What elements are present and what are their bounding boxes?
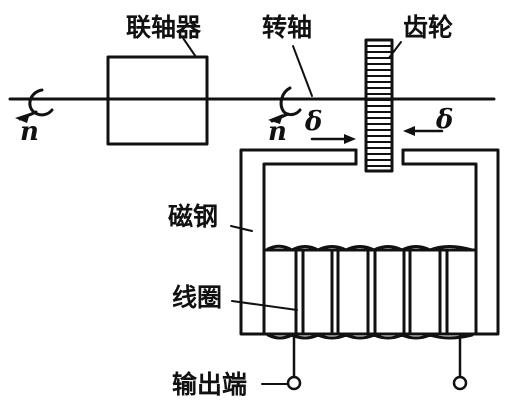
rotation-arrow-left [15, 88, 54, 123]
coil-label: 线圈 [172, 283, 222, 312]
gap-label-right: δ [435, 105, 453, 135]
magnet-label: 磁钢 [168, 202, 218, 231]
leader-gear [388, 41, 402, 59]
leader-magnet [230, 225, 253, 232]
coupling-box [106, 55, 209, 146]
rotation-symbol-right: n [268, 117, 287, 147]
gap-arrow-right [403, 126, 444, 136]
gap-arrow-left [310, 134, 356, 144]
gap-label-left: δ [304, 107, 322, 137]
gear-label: 齿轮 [403, 13, 453, 42]
rotation-arrow-right [268, 86, 302, 124]
coil [262, 244, 478, 340]
leader-coil [231, 300, 298, 311]
output-terminal-left [286, 375, 302, 391]
leader-coupling [182, 37, 197, 58]
rotation-symbol-left: n [20, 117, 39, 147]
shaft-label: 转轴 [262, 13, 312, 42]
leader-shaft [292, 45, 313, 97]
coupling-label: 联轴器 [126, 13, 202, 42]
output-label: 输出端 [172, 370, 247, 399]
gear [364, 38, 394, 173]
output-terminal-right [452, 375, 468, 391]
